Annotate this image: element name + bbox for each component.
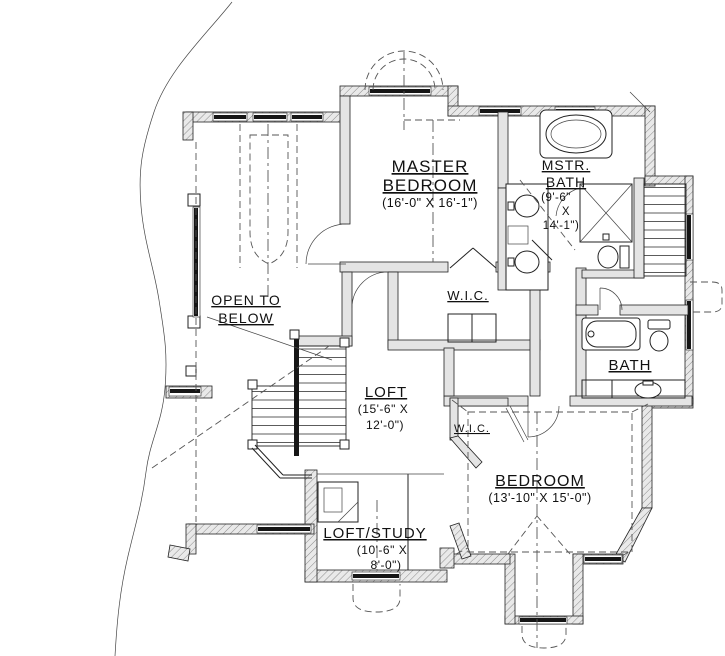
corner-fireplace-icon [317,481,359,523]
wic-main-label: W.I.C. [447,288,488,303]
loft-study-dims-2: 8'-0") [371,558,402,572]
loft-dims-1: (15'-6" X [358,402,408,416]
master-bath-dims-3: 14'-1") [543,220,580,232]
dashed-overhead-lines [151,50,723,649]
back-staircase [643,183,687,277]
master-bedroom-dims: (16'-0" X 16'-1") [382,196,478,210]
room-labels: MASTER BEDROOM (16'-0" X 16'-1") MSTR. B… [211,157,652,572]
site-cut-line [114,1,233,656]
bath-label: BATH [609,357,652,374]
open-to-below-label-line1: OPEN TO [211,292,281,308]
shower-icon [555,183,633,243]
open-to-below-label-line2: BELOW [218,310,274,326]
master-bedroom-label-line2: BEDROOM [383,176,478,195]
wic-closet-doors-icon [447,313,497,343]
bath-vanity-sink-icon [581,379,686,399]
main-staircase [247,329,350,479]
bedroom-label: BEDROOM [495,473,585,490]
double-vanity-icon [505,183,549,291]
fixtures [317,109,686,523]
bedroom-dims: (13'-10" X 15'-0") [488,491,591,505]
loft-dims-2: 12'-0") [366,418,404,432]
toilet-bath-icon [647,319,671,352]
master-bath-dims-1: (9'-6" [541,192,571,204]
master-bath-dims-2: X [562,206,570,218]
windows [168,86,694,625]
master-bath-label-line1: MSTR. [542,157,591,173]
doors [305,223,623,443]
toilet-master-icon [597,245,630,269]
master-bath-label-line2: BATH [546,174,586,190]
loft-study-label: LOFT/STUDY [323,525,426,542]
loft-label: LOFT [365,384,407,401]
wic-bedroom-label: W.I.C. [454,423,490,435]
master-bedroom-label-line1: MASTER [392,157,469,176]
bathtub-icon [581,317,641,351]
garden-tub-icon [539,109,613,159]
loft-study-dims-1: (10'-6" X [357,543,407,557]
